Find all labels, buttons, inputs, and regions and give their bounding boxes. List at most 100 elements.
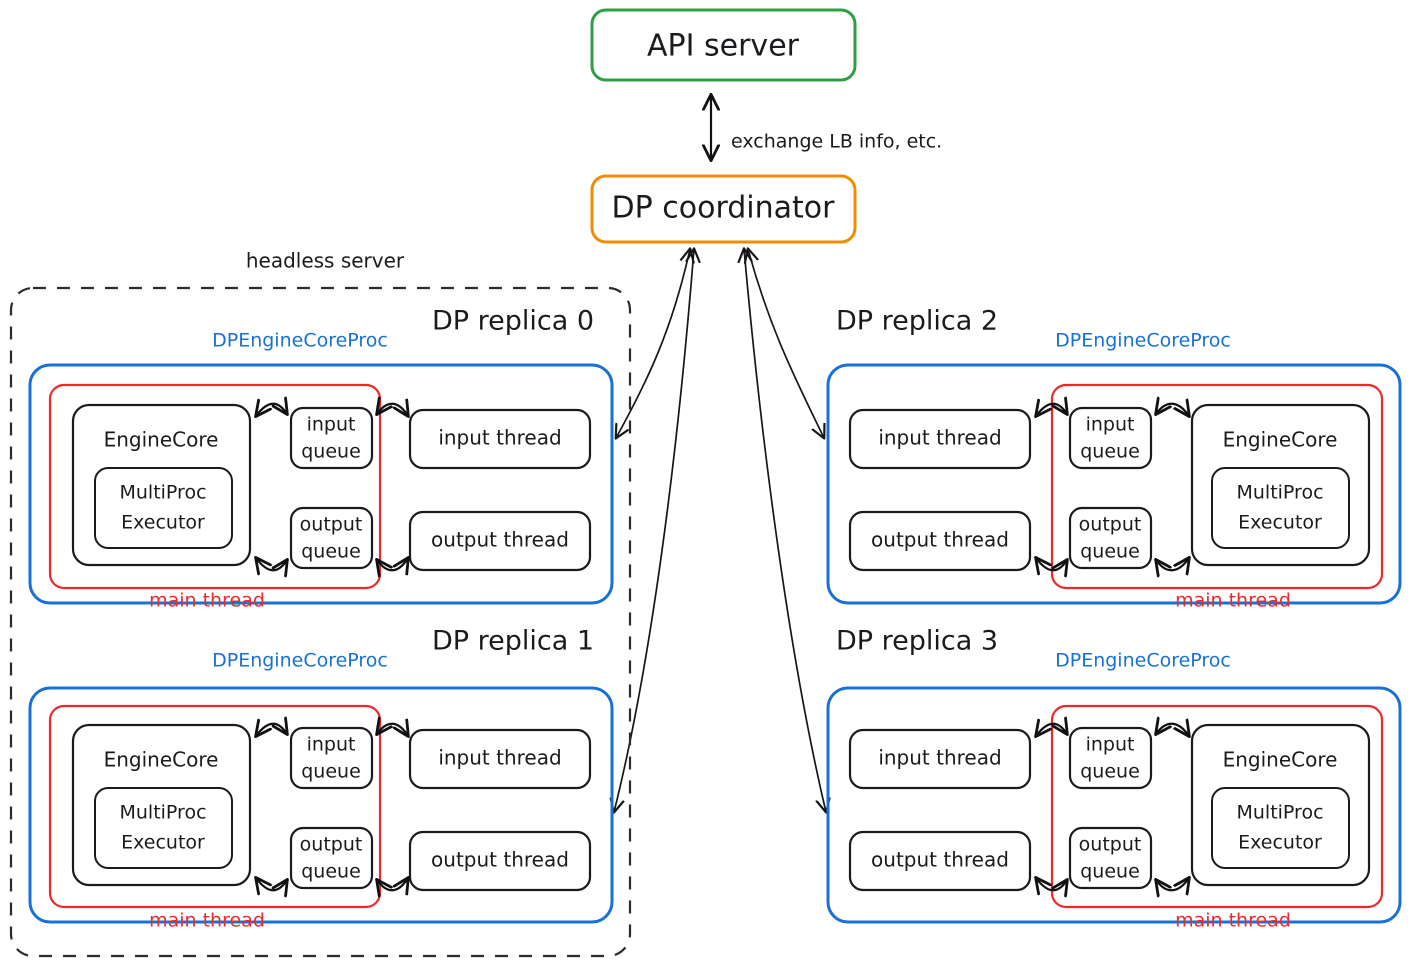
dp-replica-1-outputqueue-outputthread-arrow [377, 878, 408, 890]
dp-replica-1-proc-boundary [28, 686, 614, 924]
dp-replica-2-title: DP replica 2 [836, 306, 998, 337]
dp-replica-0-input-queue-label-2: queue [301, 441, 361, 463]
dp-replica-3-inputqueue-core-arrow [1156, 724, 1189, 736]
dp-replica-3-input-thread-label: input thread [878, 746, 1001, 770]
dp-replica-0-inputqueue-inputthread-arrow [377, 404, 408, 416]
api-server-box [590, 8, 857, 82]
dp-replica-2-input-queue-box[interactable] [1068, 406, 1153, 470]
dp-replica-3-multiproc-executor-box[interactable] [1211, 787, 1350, 869]
dp-replica-3-input-queue-box[interactable] [1068, 726, 1153, 790]
dp-replica-0-outputqueue-outputthread-arrow [377, 558, 408, 570]
api-server-node[interactable]: API server [590, 8, 857, 82]
dp-replica-0-output-thread-label: output thread [431, 528, 569, 552]
dp-replica-0-multiproc-executor-label-2: Executor [121, 512, 205, 534]
dp-replica-0-input-queue-label-1: input [307, 414, 356, 436]
dp-replica-3-output-thread-box[interactable] [848, 830, 1032, 892]
dp-replica-0-main-thread-boundary [48, 383, 382, 590]
dp-replica-0-output-queue-label-2: queue [301, 541, 361, 563]
dp-replica-0-input-thread-box[interactable] [408, 408, 592, 470]
dp-replica-3-output-queue-label-1: output [1079, 834, 1142, 856]
dp-replica-1-title: DP replica 1 [432, 626, 594, 657]
dp-replica-3-proc-label: DPEngineCoreProc [1055, 650, 1231, 672]
dp-replica-1-core-outputqueue-arrow [256, 878, 287, 890]
dp-replica-3-input-queue-label-1: input [1086, 734, 1135, 756]
dp-replica-1-multiproc-executor-box[interactable] [94, 787, 233, 869]
dp-replica-0-output-queue-box[interactable] [289, 506, 374, 570]
dp-replica-1-engine-core-label: EngineCore [104, 748, 219, 772]
dp-replica-3-output-queue-label-2: queue [1080, 861, 1140, 883]
dp-replica-1-multiproc-executor-label-2: Executor [121, 832, 205, 854]
dp-replica-0-title: DP replica 0 [432, 306, 594, 337]
dp-replica-2[interactable]: DP replica 2 DPEngineCoreProc main threa… [826, 306, 1402, 612]
dp-replica-1-main-thread-boundary [48, 704, 382, 909]
dp-replica-1-input-queue-box[interactable] [289, 726, 374, 790]
dp-replica-2-output-thread-box[interactable] [848, 510, 1032, 572]
api-coordinator-connector: exchange LB info, etc. [711, 95, 942, 160]
dp-replica-2-output-queue-label-1: output [1079, 514, 1142, 536]
dp-replica-2-inputthread-inputqueue-arrow [1036, 404, 1067, 416]
dp-replica-0-output-queue-label-1: output [300, 514, 363, 536]
dp-replica-3-multiproc-executor-label-1: MultiProc [1236, 802, 1323, 824]
dp-coordinator-node[interactable]: DP coordinator [590, 174, 857, 244]
dp-replica-0-multiproc-executor-box[interactable] [94, 467, 233, 549]
dp-replica-2-input-thread-box[interactable] [848, 408, 1032, 470]
dp-replica-1-output-thread-box[interactable] [408, 830, 592, 892]
dp-replica-0-core-outputqueue-arrow [256, 558, 287, 570]
dp-replica-1-output-queue-label-2: queue [301, 861, 361, 883]
dp-replica-2-outputqueue-core-arrow [1156, 558, 1189, 570]
dp-replica-3-proc-boundary [826, 686, 1402, 924]
dp-replica-0-multiproc-executor-label-1: MultiProc [119, 482, 206, 504]
dp-replica-0-main-thread-label: main thread [149, 590, 265, 612]
dp-replica-2-input-thread-label: input thread [878, 426, 1001, 450]
dp-replica-3-outputqueue-core-arrow [1156, 878, 1189, 890]
dp-replica-2-output-thread-label: output thread [871, 528, 1009, 552]
dp-replica-1-output-queue-label-1: output [300, 834, 363, 856]
dp-replica-3-main-thread-label: main thread [1175, 910, 1291, 932]
dp-replica-2-main-thread-boundary [1050, 383, 1384, 590]
dp-replica-2-input-queue-label-1: input [1086, 414, 1135, 436]
coordinator-replica-1-arrow [614, 249, 694, 812]
dp-replica-0-output-thread-box[interactable] [408, 510, 592, 572]
dp-replica-0-input-queue-box[interactable] [289, 406, 374, 470]
dp-replica-2-proc-label: DPEngineCoreProc [1055, 330, 1231, 352]
dp-replica-3[interactable]: DP replica 3 DPEngineCoreProc main threa… [826, 626, 1402, 932]
dp-replica-2-multiproc-executor-label-1: MultiProc [1236, 482, 1323, 504]
dp-replica-1-inputqueue-inputthread-arrow [377, 724, 408, 736]
dp-coordinator-box [590, 174, 857, 244]
dp-replica-3-input-queue-label-2: queue [1080, 761, 1140, 783]
dp-replica-3-output-thread-label: output thread [871, 848, 1009, 872]
coordinator-replica-3-arrow [744, 249, 826, 812]
dp-replica-1-core-inputqueue-arrow [256, 724, 287, 736]
api-server-label: API server [647, 29, 800, 64]
dp-replica-0-input-thread-label: input thread [438, 426, 561, 450]
dp-replica-2-multiproc-executor-label-2: Executor [1238, 512, 1322, 534]
dp-replica-0-proc-label: DPEngineCoreProc [212, 330, 388, 352]
dp-replica-3-engine-core-label: EngineCore [1223, 748, 1338, 772]
dp-replica-2-multiproc-executor-box[interactable] [1211, 467, 1350, 549]
headless-server-boundary [9, 286, 632, 958]
dp-replica-1-input-queue-label-2: queue [301, 761, 361, 783]
dp-replica-2-output-queue-label-2: queue [1080, 541, 1140, 563]
dp-replica-1-input-thread-label: input thread [438, 746, 561, 770]
dp-replica-2-input-queue-label-2: queue [1080, 441, 1140, 463]
dp-replica-3-input-thread-box[interactable] [848, 728, 1032, 790]
dp-replica-3-outputthread-outputqueue-arrow [1036, 878, 1067, 890]
dp-replica-2-outputthread-outputqueue-arrow [1036, 558, 1067, 570]
dp-replica-1-output-queue-box[interactable] [289, 826, 374, 890]
dp-coordinator-label: DP coordinator [612, 191, 836, 226]
coordinator-replica-connectors [614, 249, 826, 812]
dp-replica-1[interactable]: DP replica 1 DPEngineCoreProc main threa… [28, 626, 614, 932]
dp-replica-1-input-thread-box[interactable] [408, 728, 592, 790]
dp-replica-0[interactable]: DP replica 0 DPEngineCoreProc main threa… [28, 306, 614, 612]
headless-server-label: headless server [246, 249, 405, 273]
dp-replica-0-engine-core-label: EngineCore [104, 428, 219, 452]
dp-replica-2-output-queue-box[interactable] [1068, 506, 1153, 570]
dp-replica-3-inputthread-inputqueue-arrow [1036, 724, 1067, 736]
dp-replica-3-output-queue-box[interactable] [1068, 826, 1153, 890]
dp-replica-0-proc-boundary [28, 363, 614, 605]
dp-replica-3-multiproc-executor-label-2: Executor [1238, 832, 1322, 854]
dp-replica-1-proc-label: DPEngineCoreProc [212, 650, 388, 672]
dp-replica-3-title: DP replica 3 [836, 626, 998, 657]
